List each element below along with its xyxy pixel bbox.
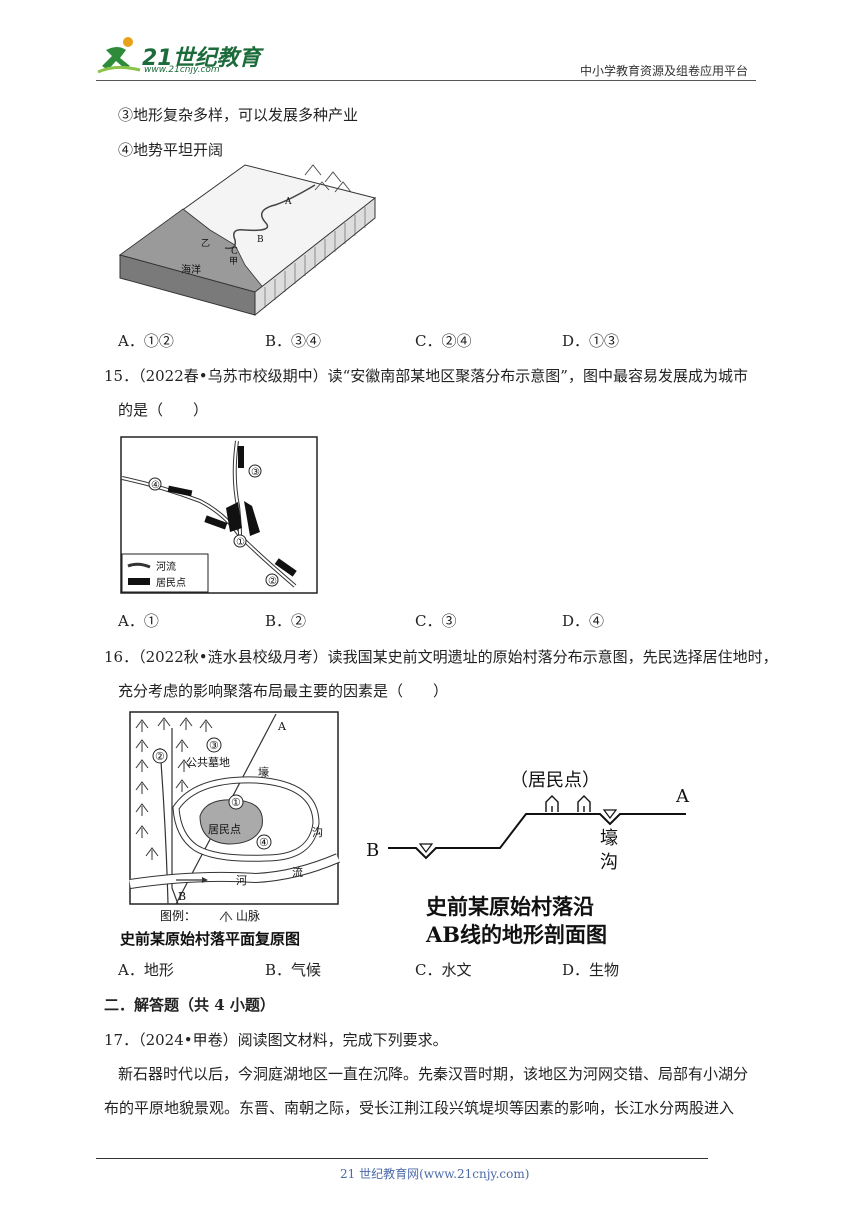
q16-stem-line1: 16．（2022秋•涟水县校级月考）读我国某史前文明遗址的原始村落分布示意图，先… [104,648,778,666]
q16-right-caption-1: 史前某原始村落沿 [426,894,594,919]
q15-stem-line1: 15．（2022春•乌苏市校级期中）读“安徽南部某地区聚落分布示意图”，图中最容… [104,367,748,385]
q14-label-jia: 甲 [229,256,238,267]
q15-choice-c[interactable]: C．③ [415,612,457,630]
q15-marker-4: ④ [151,480,160,491]
q16-cemetery-label: 公共墓地 [186,756,230,769]
q15-legend-river: 河流 [156,560,176,573]
q15-choice-d[interactable]: D．④ [562,612,605,630]
q14-choice-a[interactable]: A．①② [118,332,174,350]
q15-stem-line2: 的是（ ） [118,401,209,419]
logo-sub: www.21cnjy.com [144,65,220,75]
q16-profile-label-b: B [366,840,379,861]
q15-marker-3: ③ [251,467,260,478]
q15-marker-1: ① [236,537,245,548]
q16-left-caption: 史前某原始村落平面复原图 [120,930,300,948]
header-rule [96,80,756,81]
q16-choice-b[interactable]: B．气候 [265,961,322,979]
section-2-title: 二．解答题（共 4 小题） [104,996,275,1014]
q14-label-b: B [257,235,264,245]
q16-terrain-profile: （居民点） B A 壕 沟 史前某原始村落沿 AB线的地形剖面图 [366,770,690,947]
footer-text[interactable]: 21 世纪教育网(www.21cnjy.com) [340,1167,530,1181]
q14-choice-d[interactable]: D．①③ [562,332,620,350]
q16-village-plan-map: ② ③ ① ④ 公共墓地 居民点 壕 沟 河 流 A B 图例： 山脉 史前某原… [120,711,340,948]
q16-profile-moat-1: 壕 [600,828,618,849]
q16-settlement-label: 居民点 [208,823,241,836]
runner-logo-icon [97,37,141,74]
logo-main: 21世纪教育 [142,46,261,71]
header: 21世纪教育 www.21cnjy.com 中小学教育资源及组卷应用平台 [0,0,860,90]
q17-stem: 17．（2024•甲卷）阅读图文材料，完成下列要求。 [104,1031,448,1049]
footer-rule [96,1158,708,1159]
q15-marker-2: ② [268,576,277,587]
q17-paragraph-line2: 布的平原地貌景观。东晋、南朝之际，受长江荆江段兴筑堤坝等因素的影响，长江水分两股… [104,1099,735,1117]
q16-marker-4: ④ [259,836,269,849]
q16-marker-3: ③ [209,739,219,752]
q14-choice-c[interactable]: C．②④ [415,332,472,350]
platform-title: 中小学教育资源及组卷应用平台 [580,64,749,78]
q16-left-label-b: B [178,890,186,903]
q16-legend-mountain: 山脉 [236,908,260,923]
q15-choice-a[interactable]: A．① [118,612,159,630]
q16-profile-settlement: （居民点） [510,770,600,791]
q16-profile-label-a: A [675,786,690,807]
q14-label-c: C [231,247,238,257]
q16-marker-2: ② [155,750,165,763]
q16-choice-a[interactable]: A．地形 [118,961,174,979]
q16-stem-line2: 充分考虑的影响聚落布局最主要的因素是（ ） [118,682,449,700]
q16-legend-label: 图例： [160,909,196,923]
q16-moat-label-2: 沟 [312,826,323,839]
q14-label-yi: 乙 [201,238,210,249]
q14-label-a: A [284,197,292,207]
q16-moat-label-1: 壕 [258,765,269,779]
q14-choice-b[interactable]: B．③④ [265,332,322,350]
q16-choice-d[interactable]: D．生物 [562,961,620,979]
q16-river-label-2: 流 [292,865,303,879]
q17-paragraph-line1: 新石器时代以后，今洞庭湖地区一直在沉降。先秦汉晋时期，该地区为河网交错、局部有小… [118,1065,749,1083]
q15-settlement-map: ① ② ③ ④ 河流 居民点 [120,436,318,594]
q14-ocean-label: 海洋 [181,263,201,276]
q14-block-diagram: 海洋 B 乙 C 甲 A [118,164,377,317]
q16-right-caption-2: AB线的地形剖面图 [425,922,607,947]
q14-option-3: ③地形复杂多样，可以发展多种产业 [118,106,359,124]
q16-choice-c[interactable]: C．水文 [415,961,472,979]
q15-legend-settlement: 居民点 [156,577,186,589]
q16-marker-1: ① [231,796,241,809]
q16-profile-moat-2: 沟 [600,852,618,873]
q16-left-label-a: A [277,720,287,733]
q15-choice-b[interactable]: B．② [265,612,307,630]
q14-option-4: ④地势平坦开阔 [118,141,224,159]
q16-river-label-1: 河 [236,874,247,887]
